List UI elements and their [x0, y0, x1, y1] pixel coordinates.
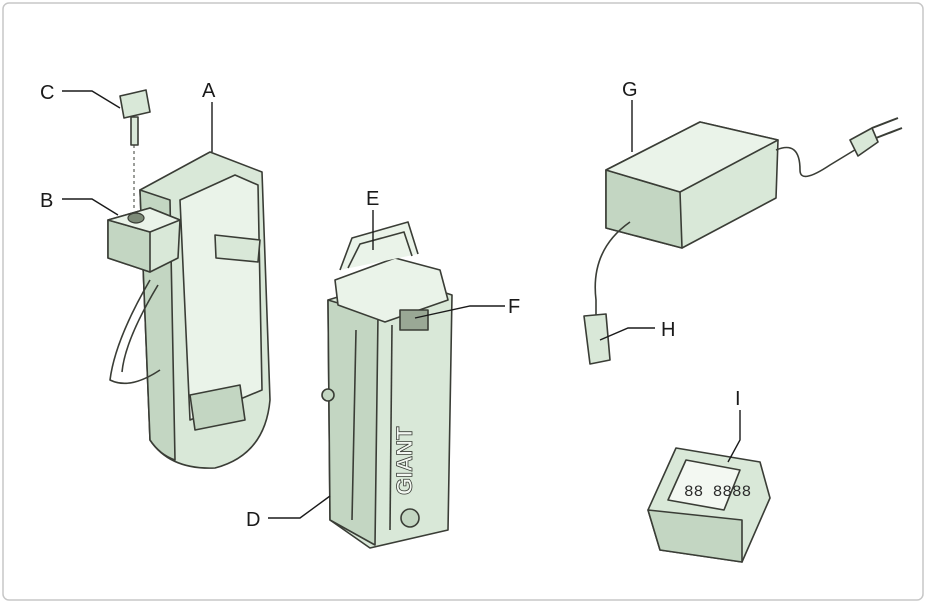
charger [594, 117, 903, 318]
label-f: F [508, 296, 520, 318]
battery-pack: GIANT [321, 221, 453, 549]
part-labels: A C B E F G H I D [40, 79, 741, 531]
charger-plug [583, 313, 611, 365]
display-unit: 88 8888 [647, 447, 771, 563]
label-g: G [622, 79, 638, 101]
label-i: I [735, 388, 741, 410]
lock-block [107, 207, 181, 273]
battery-holder [109, 151, 271, 469]
label-a: A [202, 80, 216, 102]
label-b: B [40, 190, 53, 212]
label-h: H [661, 319, 675, 341]
label-c: C [40, 82, 54, 104]
label-d: D [246, 509, 260, 531]
battery-brand-text: GIANT [392, 426, 417, 495]
label-e: E [366, 188, 379, 210]
key-icon [119, 89, 151, 210]
leader-lines [62, 90, 741, 519]
svg-text:88 8888: 88 8888 [684, 483, 751, 501]
